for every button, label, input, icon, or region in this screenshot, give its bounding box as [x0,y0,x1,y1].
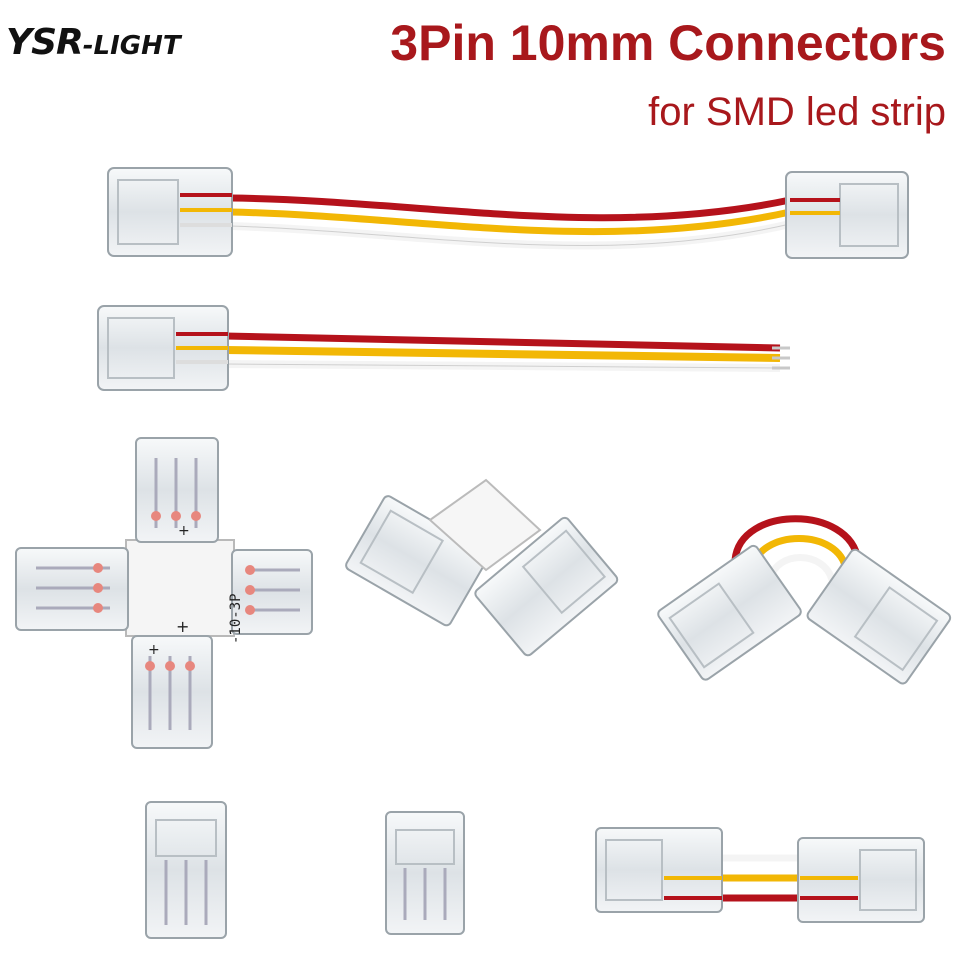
wired-corner-left-clip [657,544,802,681]
short-wire-jumper [595,827,925,923]
wired-corner-connector [657,515,952,685]
cross-arm-top [135,437,219,543]
pigtail-clip [97,305,229,391]
double-end-wire-connector [107,167,909,259]
pcb-plus-label-center: + [176,617,189,636]
wire-bundle [229,194,791,250]
jumper-clip-right [797,837,925,923]
cross-arm-bottom [131,635,213,749]
gapless-connector-tall [145,801,227,939]
page-title: 3Pin 10mm Connectors [390,15,946,71]
brand-rest: -LIGHT [82,31,181,61]
connector-clip-right [785,171,909,259]
cross-center-board [125,539,235,637]
cross-arm-left [15,547,129,631]
brand-main: YSR [6,22,84,63]
jumper-wires [720,854,800,902]
l-corner-connector [345,478,619,657]
page-subtitle: for SMD led strip [648,90,946,134]
jumper-clip-left [595,827,723,913]
pcb-plus-label-top: + [178,523,190,539]
pcb-plus-label-bottom: + [148,642,160,658]
gapless-connector-short [385,811,465,935]
pcb-code-label: -10-3P [228,593,244,644]
pigtail-wires [224,332,790,372]
cross-arm-right [231,549,313,635]
single-end-pigtail-connector [97,305,790,391]
cross-connector: -10-3P + + + [15,437,313,749]
l-corner-right-clip [474,516,619,657]
wired-corner-right-clip [806,548,952,685]
brand-logo: YSR-LIGHT [6,22,181,63]
l-corner-joint [428,478,542,572]
connector-clip-left [107,167,233,257]
